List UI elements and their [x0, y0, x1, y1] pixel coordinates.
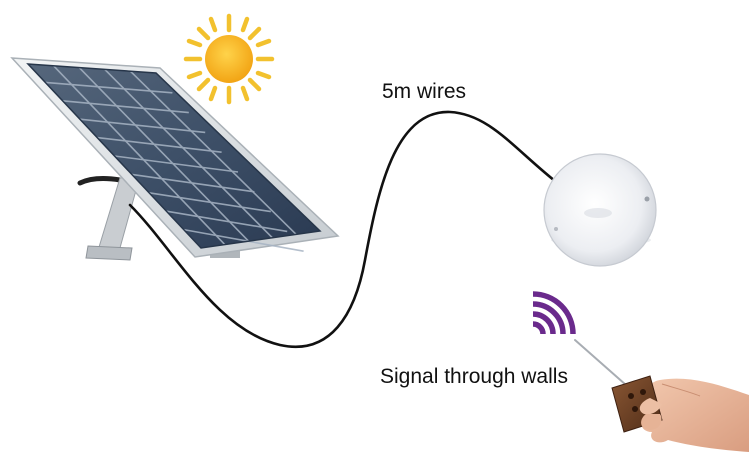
ceiling-light: [543, 153, 657, 267]
solar-panel: [10, 57, 340, 258]
sun-icon: [183, 13, 275, 105]
fingers: [639, 398, 662, 430]
wire: [128, 110, 562, 348]
remote-antenna: [574, 339, 627, 386]
hand: [640, 378, 749, 452]
wifi-signal-icon: [532, 291, 576, 335]
wire-length-caption: 5m wires: [382, 80, 467, 103]
signal-caption: Signal through walls: [380, 365, 568, 388]
